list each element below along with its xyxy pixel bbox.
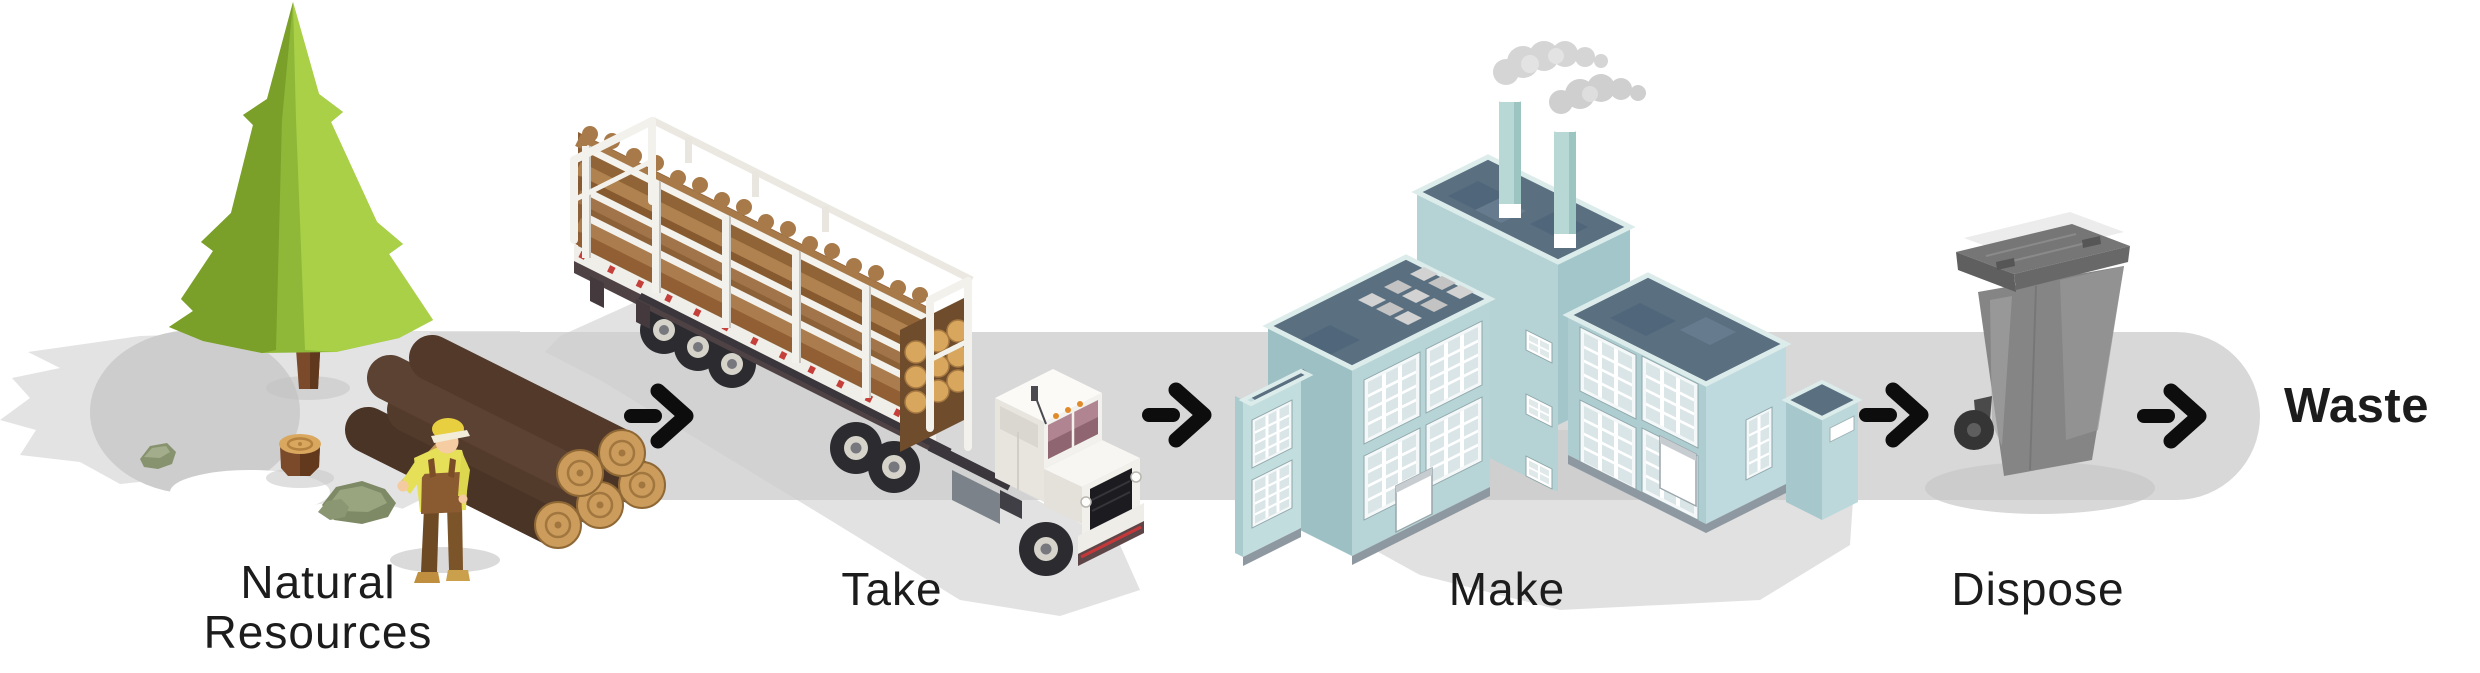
bin-lid: [1956, 224, 2130, 292]
truck-cab: [995, 369, 1144, 566]
result-label-waste: Waste: [2284, 379, 2430, 433]
stage-label-dispose: Dispose: [1951, 563, 2125, 615]
lumberjack-icon: [397, 418, 470, 583]
logging-truck-illustration: [570, 116, 1144, 576]
stage-label-natural-resources: Natural Resources: [203, 556, 433, 658]
truck-wheels: [640, 306, 1073, 576]
truck-stake-frame: [570, 116, 974, 452]
stage-label-make: Make: [1448, 563, 1566, 615]
tree-stump-icon: [279, 434, 321, 476]
factory-right-wing: [1562, 272, 1792, 533]
wheelie-bin-illustration: [1954, 212, 2130, 476]
smoke-icon: [1493, 41, 1608, 85]
truck-flatbed: [574, 244, 1013, 524]
stage-label-take: Take: [841, 563, 943, 615]
rocks-icon: [140, 443, 396, 524]
factory-illustration: [1235, 41, 1863, 566]
smokestacks-icon: [1493, 41, 1646, 248]
factory-left-tower: [1235, 368, 1314, 566]
factory-skylights: [1358, 267, 1474, 325]
natural-resources-illustration: [140, 2, 666, 583]
smoke-icon: [1549, 74, 1646, 114]
bin-wheel: [1954, 396, 1994, 450]
bin-shadow: [1925, 462, 2155, 514]
pine-tree-icon: [169, 2, 433, 389]
ground-tree-shadow: [90, 330, 300, 494]
factory-annex: [1781, 379, 1863, 520]
